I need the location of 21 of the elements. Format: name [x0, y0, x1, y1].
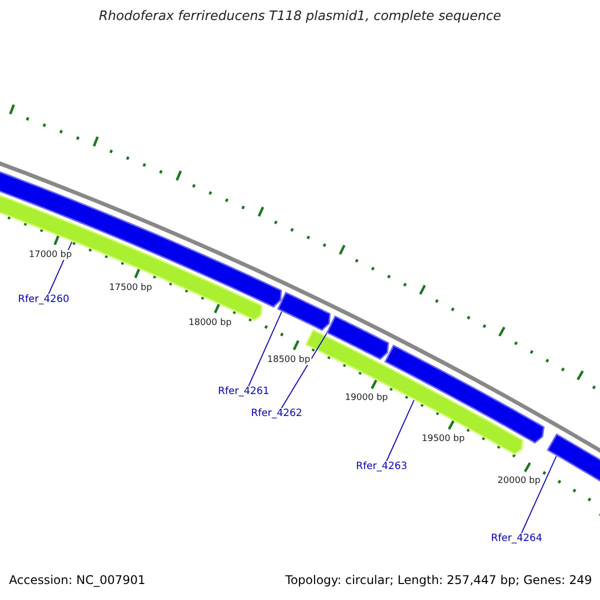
title: Rhodoferax ferrireducens T118 plasmid1, complete sequence	[98, 9, 502, 24]
leader-line	[281, 332, 328, 408]
tick-label: 18500 bp	[266, 354, 312, 365]
summary-text: Topology: circular; Length: 257,447 bp; Genes: 249	[285, 573, 592, 587]
tick-label: 18000 bp	[188, 318, 233, 328]
accession-text: Accession: NC_007901	[9, 573, 146, 587]
gene-label: Rfer_4262	[251, 408, 302, 420]
leader-line	[248, 311, 282, 386]
tick-label: 17500 bp	[108, 282, 154, 293]
gene-label: Rfer_4260	[18, 294, 70, 306]
gene-feature-bar	[326, 315, 390, 360]
gene-label: Rfer_4263	[356, 461, 408, 473]
leader-line	[386, 400, 414, 462]
tick-label: 20000 bp	[496, 476, 542, 486]
gene-label: Rfer_4261	[218, 386, 270, 398]
tick-label: 19000 bp	[344, 393, 389, 404]
gene-feature-bar	[277, 292, 331, 331]
gene-label: Rfer_4264	[491, 533, 542, 545]
tick-label: 19500 bp	[420, 434, 466, 444]
leader-line	[521, 456, 557, 534]
tick-label: 17000 bp	[28, 250, 73, 260]
